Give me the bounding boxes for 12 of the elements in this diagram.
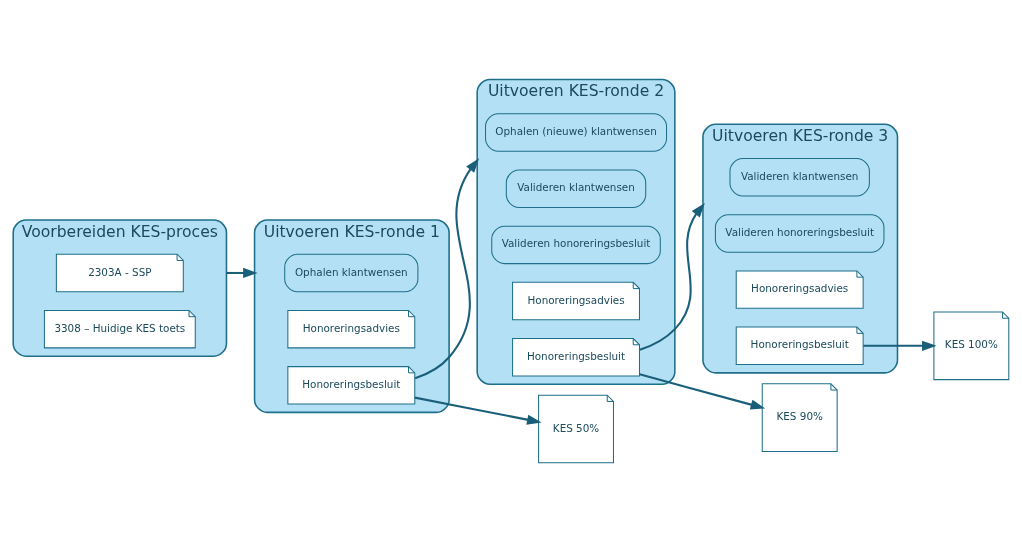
node-box: Ophalen klantwensen [284,253,419,293]
node-box: Valideren honoreringsbesluit [714,214,885,253]
arrow [414,396,542,425]
node-box: Valideren honoreringsbesluit [491,225,661,265]
node-box: Valideren klantwensen [505,169,647,208]
node-box: Ophalen (nieuwe) klantwensen [485,113,668,152]
arrow [414,158,480,380]
arrow [226,267,258,279]
arrow [639,373,766,410]
arrow [863,340,937,351]
arrow [639,202,705,351]
node-box: Valideren klantwensen [729,158,870,197]
